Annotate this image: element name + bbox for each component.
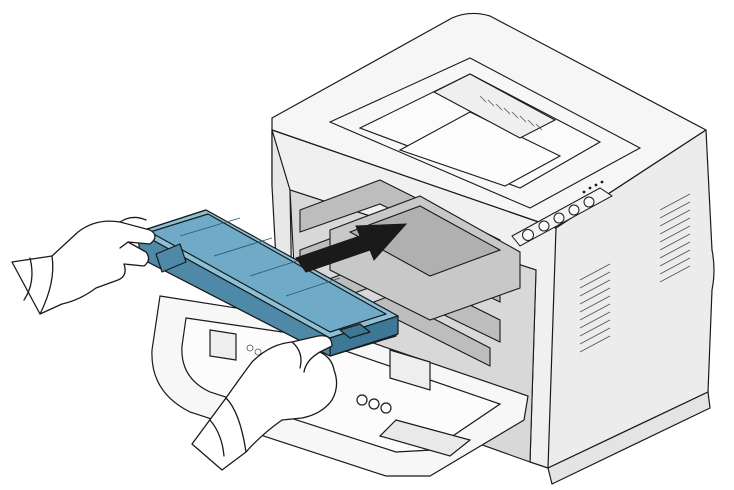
toner-cartridge [137,209,399,357]
power-button-icon [522,229,534,241]
panel-button-icon [583,196,595,208]
panel-button-icon [568,204,580,216]
panel-button-icon [538,220,550,232]
hand-left-icon [11,216,156,315]
insert-arrow-icon [295,223,408,273]
front-door [151,295,529,477]
control-panel [511,180,613,247]
output-tray [328,57,642,209]
hand-right-icon [191,335,338,471]
printer-foot [547,391,711,485]
panel-button-icon [553,212,565,224]
vent-grille [579,193,691,353]
